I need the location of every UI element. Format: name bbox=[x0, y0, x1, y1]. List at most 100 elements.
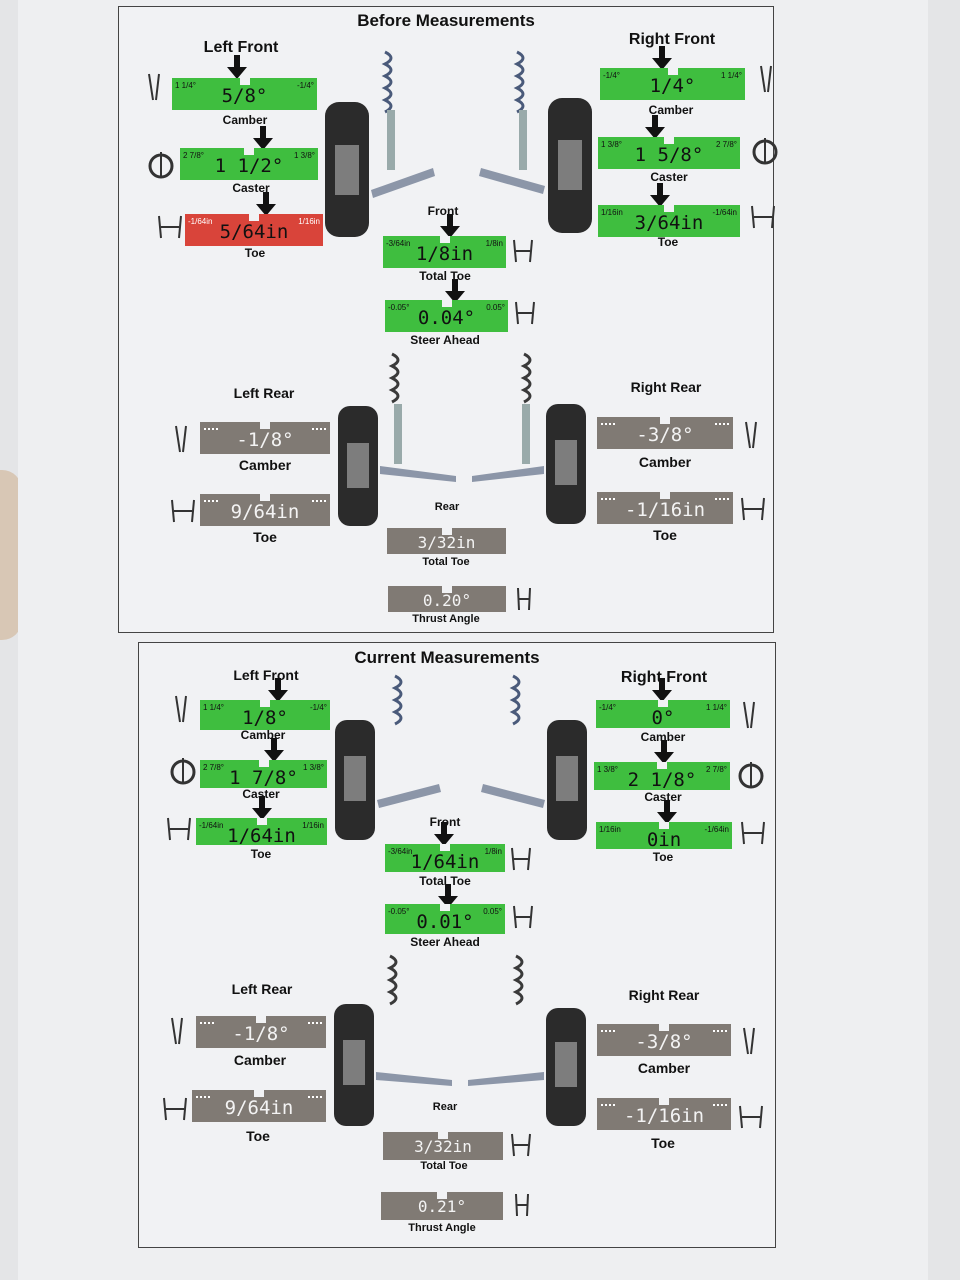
toe-value: -1/16in bbox=[624, 499, 706, 521]
caster-wheel-icon bbox=[170, 758, 196, 785]
left-rear-heading: Left Rear bbox=[233, 385, 295, 401]
arrow-down-icon bbox=[253, 126, 273, 150]
toe-icon bbox=[158, 215, 182, 239]
total-toe-value: 1/64in bbox=[410, 851, 480, 873]
current-rear-total-toe-gauge: 3/32in bbox=[383, 1132, 503, 1160]
camber-value: -1/8° bbox=[236, 429, 294, 451]
toe-label: Toe bbox=[652, 850, 674, 864]
camber-icon bbox=[745, 421, 757, 449]
toe-value: 0in bbox=[646, 829, 682, 851]
before-right-rear-camber-gauge: -3/8° bbox=[597, 417, 733, 449]
current-left-front-camber-gauge: 1 1/4°-1/4°1/8° bbox=[200, 700, 330, 730]
total-toe-value: 3/32in bbox=[417, 533, 476, 552]
thrust-angle-icon bbox=[517, 587, 531, 611]
camber-icon bbox=[171, 1017, 183, 1045]
caster-value: 1 1/2° bbox=[214, 155, 284, 177]
total-toe-icon bbox=[511, 847, 531, 871]
camber-value: 1/4° bbox=[649, 75, 696, 97]
camber-icon bbox=[148, 73, 160, 101]
caster-label: Caster bbox=[650, 170, 688, 184]
before-steer-ahead-gauge: -0.05°0.05°0.04° bbox=[385, 300, 508, 332]
left-front-heading: Left Front bbox=[203, 39, 279, 56]
steer-ahead-label: Steer Ahead bbox=[410, 333, 480, 347]
camber-icon bbox=[175, 425, 187, 453]
current-left-rear-camber-gauge: -1/8° bbox=[196, 1016, 326, 1048]
arrow-down-icon bbox=[440, 214, 460, 238]
toe-label: Toe bbox=[253, 529, 277, 545]
caster-value: 2 1/8° bbox=[627, 769, 697, 791]
camber-icon bbox=[175, 695, 187, 723]
caster-value: 1 7/8° bbox=[229, 767, 298, 789]
toe-value: 1/64in bbox=[227, 825, 296, 847]
camber-label: Camber bbox=[240, 728, 286, 742]
caster-label: Caster bbox=[242, 787, 280, 801]
right-rear-heading: Right Rear bbox=[630, 379, 702, 395]
arrow-down-icon bbox=[256, 192, 276, 216]
steer-ahead-icon bbox=[515, 301, 535, 325]
arrow-down-icon bbox=[652, 678, 672, 702]
toe-label: Toe bbox=[246, 1128, 270, 1144]
arrow-down-icon bbox=[252, 796, 272, 820]
camber-label: Camber bbox=[648, 103, 694, 117]
current-right-front-camber-gauge: -1/4°1 1/4°0° bbox=[596, 700, 730, 729]
toe-icon bbox=[171, 499, 195, 523]
total-toe-label: Total Toe bbox=[420, 1160, 468, 1172]
arrow-down-icon bbox=[268, 678, 288, 702]
right-front-heading: Right Front bbox=[628, 31, 716, 48]
toe-label: Toe bbox=[244, 246, 266, 260]
before-left-front-caster-gauge: 2 7/8°1 3/8°1 1/2° bbox=[180, 148, 318, 180]
arrow-down-icon bbox=[652, 46, 672, 70]
arrow-down-icon bbox=[650, 183, 670, 207]
caster-label: Caster bbox=[232, 181, 270, 195]
right-front-heading: Right Front bbox=[620, 669, 708, 686]
camber-value: -1/8° bbox=[232, 1023, 290, 1045]
arrow-down-icon bbox=[654, 740, 674, 764]
thrust-angle-value: 0.21° bbox=[417, 1197, 467, 1216]
front-suspension-illustration bbox=[325, 50, 592, 237]
left-front-heading: Left Front bbox=[233, 667, 299, 683]
camber-label: Camber bbox=[222, 113, 268, 127]
arrow-down-icon bbox=[227, 55, 247, 79]
left-rear-heading: Left Rear bbox=[231, 981, 293, 997]
camber-icon bbox=[760, 65, 772, 93]
current-left-rear-toe-gauge: 9/64in bbox=[192, 1090, 326, 1122]
steer-ahead-icon bbox=[513, 905, 533, 929]
camber-value: 5/8° bbox=[221, 85, 268, 107]
before-left-rear-camber-gauge: -1/8° bbox=[200, 422, 330, 454]
caster-wheel-icon bbox=[148, 152, 174, 179]
camber-label: Camber bbox=[238, 457, 292, 473]
arrow-down-icon bbox=[264, 738, 284, 762]
panel-title: Before Measurements bbox=[357, 11, 535, 30]
camber-icon bbox=[743, 701, 755, 729]
front-suspension-illustration bbox=[335, 674, 587, 840]
camber-value: 1/8° bbox=[242, 707, 288, 729]
current-right-rear-camber-gauge: -3/8° bbox=[597, 1024, 731, 1056]
caster-value: 1 5/8° bbox=[634, 144, 704, 166]
steer-ahead-value: 0.04° bbox=[417, 307, 476, 329]
toe-icon bbox=[751, 205, 775, 229]
total-toe-icon bbox=[513, 239, 533, 263]
toe-value: 3/64in bbox=[634, 212, 704, 234]
toe-icon bbox=[739, 1105, 763, 1129]
camber-label: Camber bbox=[640, 730, 686, 744]
caster-wheel-icon bbox=[738, 762, 764, 789]
thrust-angle-value: 0.20° bbox=[422, 591, 472, 610]
toe-icon bbox=[741, 497, 765, 521]
before-right-rear-toe-gauge: -1/16in bbox=[597, 492, 733, 524]
total-toe-value: 1/8in bbox=[415, 243, 474, 265]
caster-wheel-icon bbox=[752, 138, 778, 165]
arrow-down-icon bbox=[645, 115, 665, 139]
current-steer-ahead-gauge: -0.05°0.05°0.01° bbox=[385, 904, 505, 934]
toe-label: Toe bbox=[653, 527, 677, 543]
toe-icon bbox=[741, 821, 765, 845]
hand-shadow bbox=[0, 470, 22, 640]
total-toe-label: Total Toe bbox=[419, 874, 471, 888]
camber-icon bbox=[743, 1027, 755, 1055]
camber-label: Camber bbox=[638, 454, 692, 470]
rear-label: Rear bbox=[434, 501, 460, 513]
total-toe-value: 3/32in bbox=[414, 1137, 472, 1156]
rear-label: Rear bbox=[432, 1101, 458, 1113]
